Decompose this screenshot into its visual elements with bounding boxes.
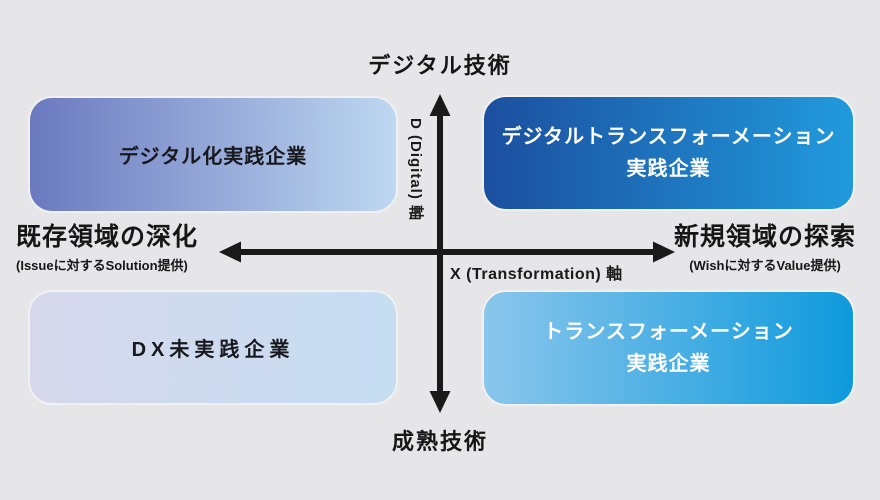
quadrant-top-left: デジタル化実践企業 — [30, 98, 396, 211]
axis-right-subtitle: (Wishに対するValue提供) — [689, 257, 841, 273]
quadrant-top-right-label-line1: デジタルトランスフォーメーション — [501, 126, 836, 148]
quadrant-bottom-right-label-line2: 実践企業 — [626, 353, 711, 375]
quadrant-top-left-label: デジタル化実践企業 — [118, 146, 308, 168]
axis-right-title: 新規領域の探索 — [674, 223, 857, 251]
quadrant-top-right: デジタルトランスフォーメーション 実践企業 — [484, 97, 853, 209]
axis-left-title: 既存領域の深化 — [16, 223, 199, 251]
quadrant-top-right-label-line2: 実践企業 — [626, 158, 711, 180]
y-axis-label: D (Digital) 軸 — [407, 118, 424, 221]
x-axis-label: X (Transformation) 軸 — [450, 266, 623, 283]
axis-top-label: デジタル技術 — [368, 53, 512, 78]
axis-right-label: 新規領域の探索 (Wishに対するValue提供) — [674, 223, 857, 274]
quadrant-bottom-right-label-line1: トランスフォーメーション — [543, 321, 794, 343]
y-axis-arrow-up-icon — [429, 94, 451, 116]
axis-left-label: 既存領域の深化 (Issueに対するSolution提供) — [16, 223, 199, 274]
y-axis-arrow-down-icon — [429, 391, 451, 413]
axis-left-subtitle: (Issueに対するSolution提供) — [16, 257, 188, 273]
x-axis-arrow-left-icon — [219, 241, 241, 263]
x-axis-arrow-right-icon — [653, 241, 675, 263]
quadrant-bottom-left-label: DX未実践企業 — [131, 339, 295, 361]
quadrant-bottom-left: DX未実践企業 — [30, 292, 396, 403]
axis-bottom-label: 成熟技術 — [391, 429, 488, 454]
quadrant-bottom-right: トランスフォーメーション 実践企業 — [484, 292, 853, 404]
